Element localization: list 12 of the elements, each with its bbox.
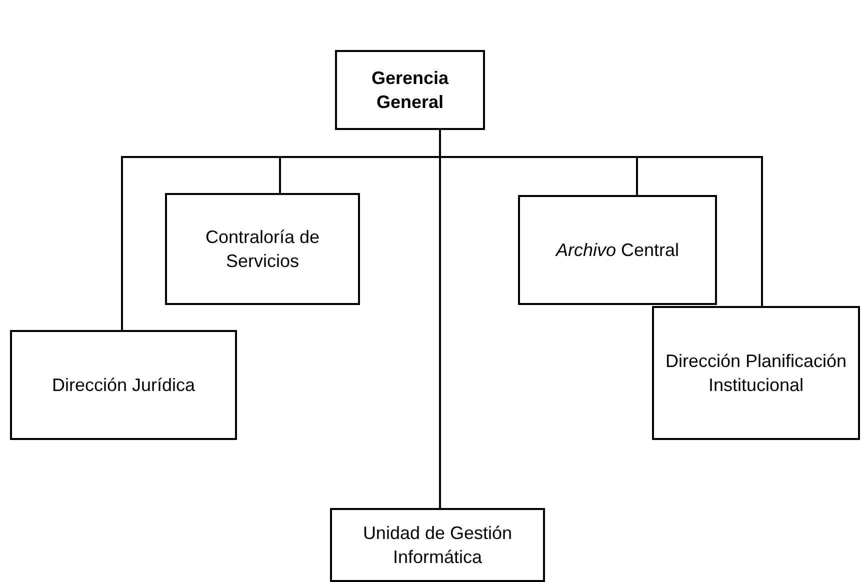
unit-name: Archivo Central — [556, 238, 680, 262]
org-unit-box — [330, 508, 545, 582]
org-unit-box — [165, 193, 360, 305]
unit-name: Unidad de Gestión Informática — [362, 522, 514, 569]
unit-name: Gerencia General — [370, 66, 450, 114]
org-unit-box — [652, 306, 860, 440]
unit-name: Contraloría de Servicios — [204, 226, 321, 273]
unit-name: Dirección Planificación Institucional — [664, 350, 848, 397]
org-unit-box — [335, 50, 485, 130]
unit-name: Dirección Jurídica — [52, 374, 196, 397]
org-unit-box — [518, 195, 717, 305]
org-unit-box — [10, 330, 237, 440]
